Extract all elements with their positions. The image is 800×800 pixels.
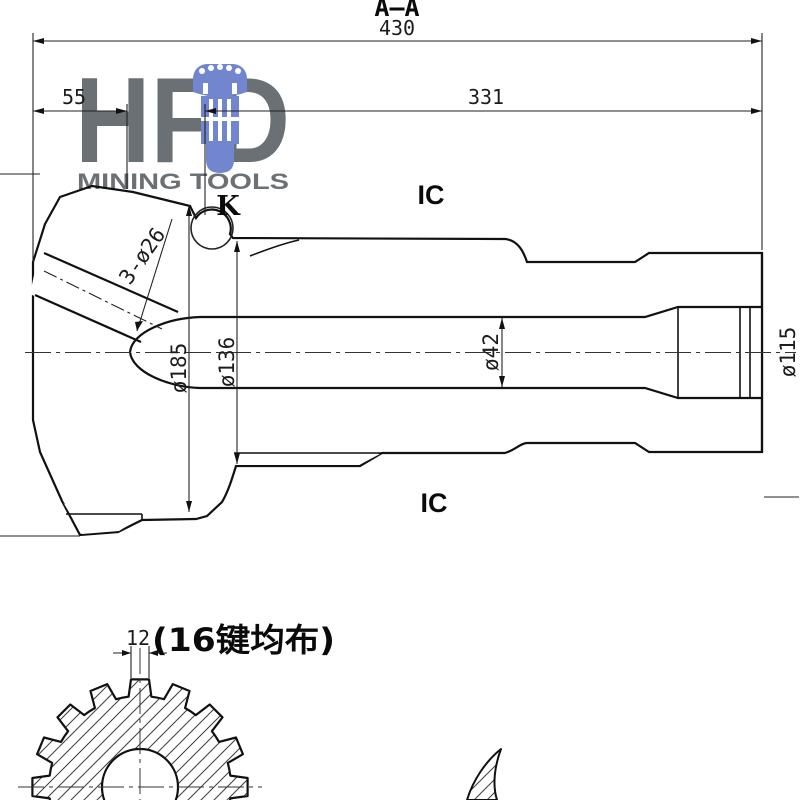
detail-k-circle xyxy=(190,206,234,250)
detail-k-label: K xyxy=(216,191,241,222)
dim-shank-length-text: 331 xyxy=(468,85,504,109)
ic-label-bottom: IC xyxy=(421,488,448,518)
dim-key-width-text: 12 xyxy=(126,626,150,650)
spline-note-text: (16键均布) xyxy=(152,621,335,659)
dim-bore-diameter-text: ø42 xyxy=(479,333,503,371)
flushing-channel-edges xyxy=(34,251,179,344)
dim-head-length-text: 55 xyxy=(62,85,86,109)
ic-label-top: IC xyxy=(418,180,445,210)
dim-head-diameter: ø185 xyxy=(167,205,192,512)
head-bottom-face-cutout xyxy=(63,502,142,534)
dim-head-length: 55 xyxy=(33,85,127,114)
part-silhouette xyxy=(31,184,764,537)
top-relief-curve xyxy=(249,239,300,257)
dim-side-holes-text: 3-ø26 xyxy=(114,223,170,289)
logo-brand-text: HFD xyxy=(75,52,290,188)
spline-end-view: 12 (16键均布) xyxy=(18,621,335,800)
logo-tagline-text: MINING TOOLS xyxy=(77,169,289,194)
dim-shank-length: 331 xyxy=(205,85,762,114)
dim-bore-diameter: ø42 xyxy=(479,318,505,387)
dim-collar-diameter-text: ø115 xyxy=(776,327,800,378)
dim-flange-diameter: ø136 xyxy=(215,241,240,464)
dim-total-length: 430 xyxy=(33,16,762,44)
dim-flange-diameter-text: ø136 xyxy=(215,337,239,388)
drill-bit-icon xyxy=(193,64,247,173)
dim-head-diameter-text: ø185 xyxy=(167,343,191,394)
bottom-lip-cutout xyxy=(234,454,380,465)
dim-key-width: 12 xyxy=(113,626,167,678)
section-title: A—A xyxy=(374,0,419,22)
main-section-view xyxy=(25,184,796,537)
crescent-partial-view xyxy=(466,748,502,800)
dim-total-length-text: 430 xyxy=(379,16,415,40)
logo: HFD MINING TOOLS xyxy=(75,52,290,194)
head-bottom-face-lines xyxy=(66,513,143,520)
